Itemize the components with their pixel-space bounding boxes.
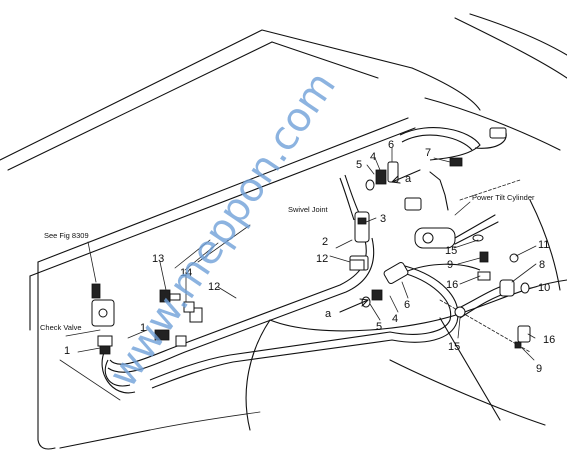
callout-1-lower: 1 — [64, 345, 70, 357]
check-valve-label: Check Valve — [40, 323, 82, 332]
check-valve-part — [91, 283, 115, 355]
power-tilt-cylinder-part — [404, 197, 499, 249]
fittings-upper — [365, 127, 507, 191]
callout-9-lower: 9 — [536, 363, 542, 375]
fittings-lower — [361, 262, 409, 308]
parts — [91, 127, 531, 355]
see-fig-label: See Fig 8309 — [44, 231, 89, 240]
callout-16-lower: 16 — [543, 334, 555, 346]
callout-1-upper: 1 — [140, 322, 146, 334]
fittings-right — [454, 234, 531, 349]
callout-4-upper: 4 — [370, 151, 376, 163]
arrow-a-bottom-label: a — [325, 308, 332, 320]
callout-2: 2 — [322, 236, 328, 248]
swivel-joint-label: Swivel Joint — [288, 205, 329, 214]
callout-4-lower: 4 — [392, 313, 398, 325]
power-tilt-cylinder-label: Power Tilt Cylinder — [472, 193, 535, 202]
callout-16-upper: 16 — [446, 279, 458, 291]
callout-13: 13 — [152, 253, 164, 265]
arrow-a-top — [391, 169, 449, 211]
callout-11: 11 — [538, 239, 549, 251]
callout-7: 7 — [425, 147, 431, 159]
callout-12-lower: 12 — [208, 281, 220, 293]
callout-12-upper: 12 — [316, 253, 328, 265]
callout-6-lower: 6 — [404, 299, 410, 311]
arrow-a-top-label: a — [405, 173, 412, 185]
callout-10: 10 — [538, 282, 550, 294]
callout-8: 8 — [539, 259, 545, 271]
callout-6-upper: 6 — [388, 139, 394, 151]
watermark: www.meppon.com — [100, 64, 345, 396]
callout-3: 3 — [380, 213, 386, 225]
leader-lines — [65, 147, 537, 361]
callout-15-lower: 15 — [448, 341, 460, 353]
callout-15-upper: 15 — [445, 245, 457, 257]
callout-14: 14 — [180, 267, 192, 279]
bolt-parts — [154, 289, 195, 347]
callout-5-upper: 5 — [356, 159, 362, 171]
callout-5-lower: 5 — [376, 321, 382, 333]
callout-9-upper: 9 — [447, 259, 453, 271]
arrow-a-bottom — [339, 298, 369, 313]
